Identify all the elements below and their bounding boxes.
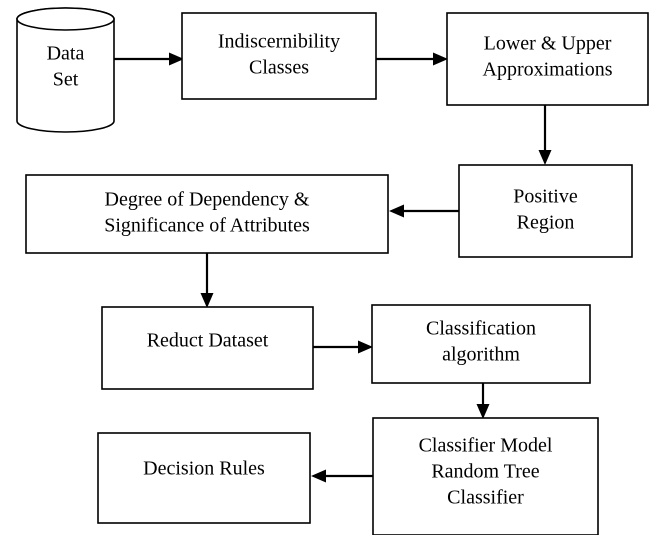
node-box <box>97 432 311 524</box>
node-box <box>372 417 599 535</box>
node-label-line: Classifier <box>447 487 524 509</box>
node-box <box>181 12 377 100</box>
node-label-line: Classifier Model <box>419 435 553 457</box>
node-label-line: Reduct Dataset <box>147 330 269 352</box>
node-label-line: Positive <box>513 186 578 208</box>
node-reduct: Reduct Dataset <box>101 306 314 390</box>
node-box <box>371 304 591 384</box>
arrowhead-icon <box>389 204 404 218</box>
arrowhead-icon <box>358 340 373 354</box>
node-label-line: Indiscernibility <box>218 31 340 53</box>
node-dependency: Degree of Dependency & Significance of At… <box>25 174 389 254</box>
arrowhead-icon <box>200 293 214 308</box>
arrowhead-icon <box>433 52 448 66</box>
node-label-line: Classification <box>426 318 536 340</box>
node-box <box>101 306 314 390</box>
arrow-positive_region-to-dependency <box>389 204 459 218</box>
node-label-line: Significance of Attributes <box>104 215 310 237</box>
arrow-data_set-to-indiscernibility <box>114 52 184 66</box>
node-label-line: Lower & Upper <box>484 33 612 55</box>
arrowhead-icon <box>311 469 326 483</box>
node-label-line: Degree of Dependency & <box>105 189 310 211</box>
node-label-line: Decision Rules <box>143 458 265 480</box>
node-label-line: Data <box>47 43 85 65</box>
node-label-line: algorithm <box>442 344 520 366</box>
node-box <box>446 12 649 106</box>
arrow-indiscernibility-to-approximations <box>376 52 448 66</box>
node-label-line: Region <box>517 212 575 234</box>
arrow-reduct-to-classification <box>313 340 373 354</box>
node-classification: Classification algorithm <box>371 304 591 384</box>
node-label-line: Random Tree <box>431 461 539 483</box>
node-decision-rules: Decision Rules <box>97 432 311 524</box>
arrow-classification-to-classifier_model <box>476 383 490 419</box>
cylinder-top <box>16 7 115 31</box>
arrow-dependency-to-reduct <box>200 253 214 308</box>
arrowhead-icon <box>538 150 552 165</box>
node-label-line: Set <box>53 69 79 91</box>
arrow-approximations-to-positive_region <box>538 105 552 165</box>
node-label-line: Approximations <box>483 59 613 81</box>
node-box <box>25 174 389 254</box>
arrowhead-icon <box>169 52 184 66</box>
arrow-classifier_model-to-decision_rules <box>311 469 373 483</box>
node-label-line: Classes <box>249 57 309 79</box>
arrowhead-icon <box>476 404 490 419</box>
node-box <box>458 164 633 258</box>
